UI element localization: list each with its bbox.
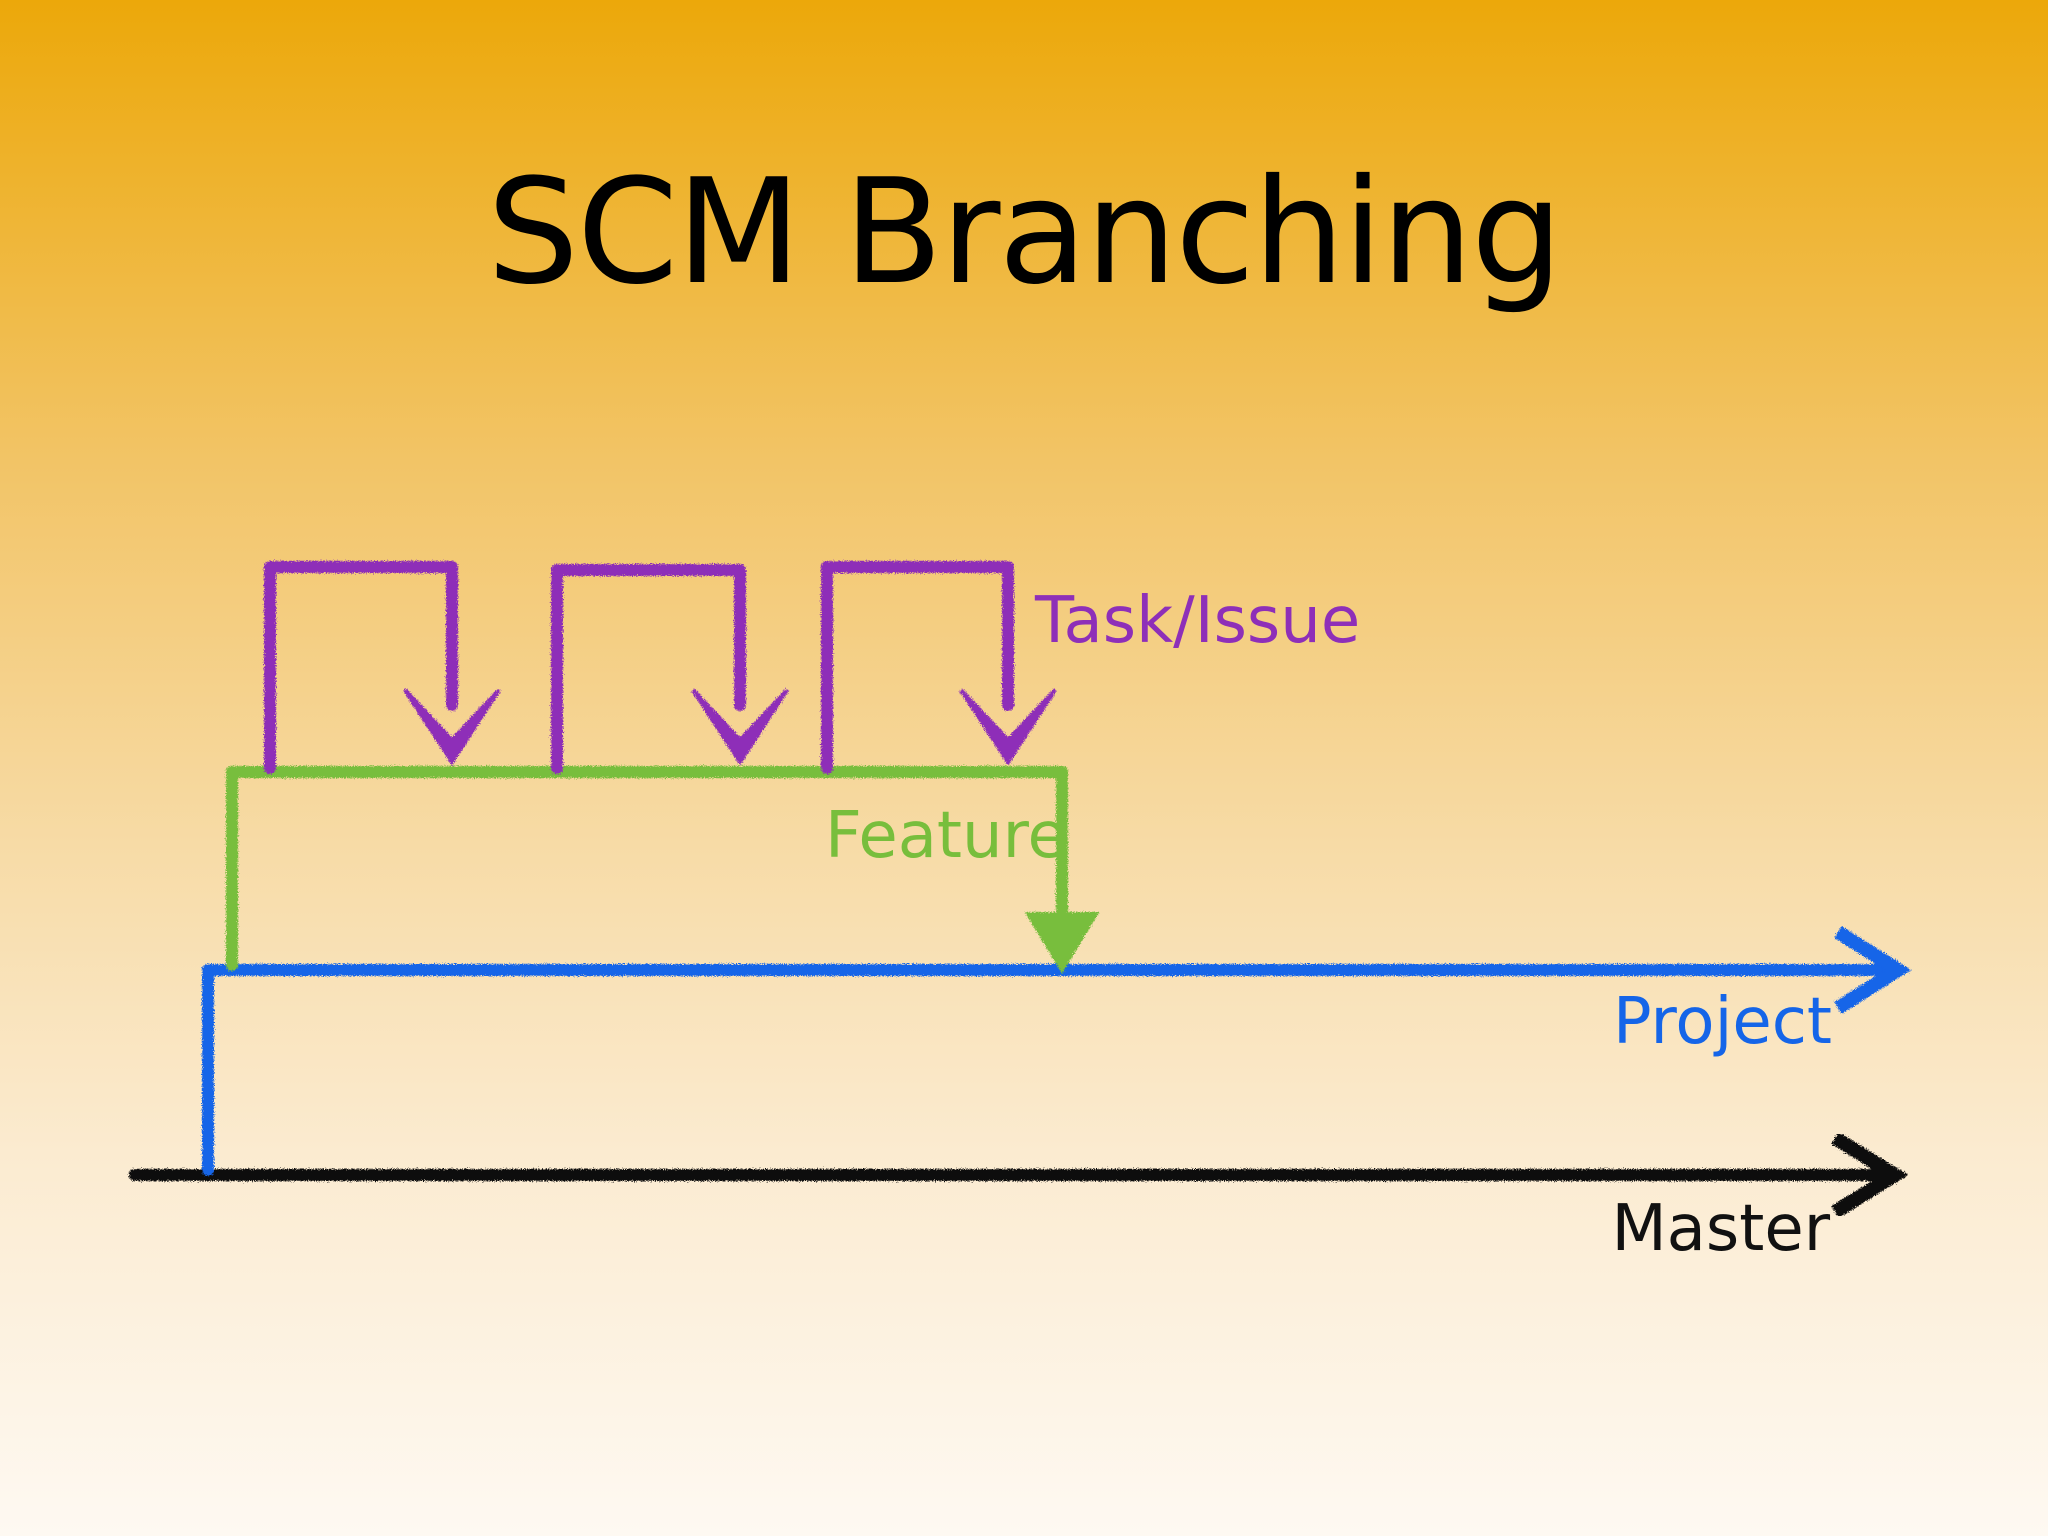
task-branch-3: [821, 561, 1057, 774]
task-issue-label: Task/Issue: [1034, 584, 1360, 658]
task-branches: [264, 561, 1057, 774]
master-label: Master: [1611, 1192, 1830, 1266]
slide-title: SCM Branching: [486, 148, 1563, 317]
master-arrowhead: [1831, 1132, 1909, 1218]
task-1-arrowhead: [403, 688, 501, 766]
feature-line: [226, 766, 1068, 971]
feature-label: Feature: [825, 799, 1067, 873]
master-branch: [129, 1132, 1909, 1218]
feature-branch: [226, 766, 1100, 974]
task-3-arrowhead: [959, 688, 1057, 766]
task-2-arrowhead: [691, 688, 789, 766]
project-arrowhead: [1834, 926, 1912, 1014]
project-branch: [202, 926, 1912, 1176]
feature-merge-arrowhead: [1024, 912, 1100, 974]
project-label: Project: [1613, 985, 1832, 1059]
task-branch-2: [551, 564, 789, 774]
task-branch-1: [264, 561, 501, 774]
